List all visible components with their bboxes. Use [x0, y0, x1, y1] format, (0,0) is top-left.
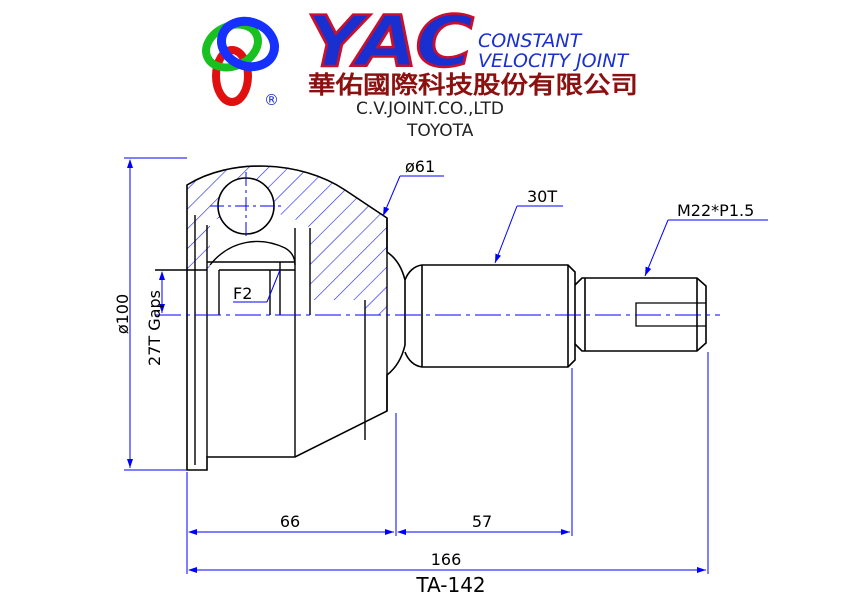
company-name-english: C.V.JOINT.CO.,LTD: [356, 99, 504, 119]
housing-outline: [186, 165, 406, 471]
dimension-outer-diameter: [124, 157, 187, 471]
label-boot-diameter: ø61: [405, 157, 435, 176]
registered-mark: ®: [264, 91, 279, 109]
label-spline: 30T: [527, 187, 557, 206]
logo-blue-ring: [217, 16, 279, 72]
tagline-line1: CONSTANT: [478, 30, 583, 52]
label-abs-gaps: 27T Gaps: [145, 290, 164, 366]
shaft-outline: [404, 264, 707, 368]
brand-wordmark: YAC: [306, 1, 474, 83]
extension-lines: [186, 352, 709, 574]
label-length-b: 57: [472, 512, 492, 531]
boot-diameter-leader: [382, 175, 444, 217]
label-length-a: 66: [280, 512, 300, 531]
housing-section-hatch: [187, 165, 387, 315]
label-outer-diameter: ø100: [113, 294, 132, 334]
label-overall-length: 166: [431, 550, 462, 569]
label-f2: F2: [233, 284, 252, 303]
spline-leader: [494, 205, 563, 264]
f2-leader: [233, 269, 281, 303]
thread-leader: [644, 219, 768, 277]
brand-logo-emblem: [202, 16, 279, 106]
tagline-line2: VELOCITY JOINT: [478, 50, 629, 72]
label-thread: M22*P1.5: [677, 201, 754, 220]
company-name-chinese: 華佑國際科技股份有限公司: [308, 71, 638, 99]
inner-race-lines: [155, 215, 388, 465]
logo-red-ring: [212, 46, 252, 106]
part-number: TA-142: [415, 573, 485, 596]
vehicle-make: TOYOTA: [406, 121, 474, 141]
